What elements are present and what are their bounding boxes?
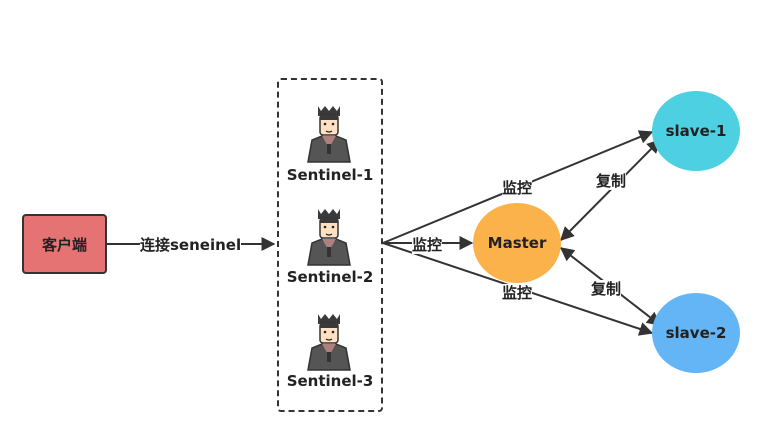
- king-avatar-icon: [307, 314, 351, 371]
- king-avatar-icon: [307, 106, 351, 163]
- replicate-bottom-label: 复制: [591, 280, 622, 298]
- replicate-top-label: 复制: [596, 172, 627, 190]
- slave-2-label: slave-2: [665, 324, 727, 342]
- monitor-top-label: 监控: [502, 179, 533, 197]
- sentinel-2-label: Sentinel-2: [286, 268, 374, 286]
- sentinel-3-label: Sentinel-3: [286, 372, 374, 390]
- client-edge-label: 连接seneinel: [140, 236, 242, 254]
- slave-1-label: slave-1: [665, 122, 727, 140]
- monitor-mid-label: 监控: [412, 236, 443, 254]
- replicate-slave1-arrow: [560, 139, 661, 241]
- slave-1-node: slave-1: [652, 91, 740, 171]
- monitor-bottom-label: 监控: [502, 284, 533, 302]
- sentinel-1-label: Sentinel-1: [286, 166, 374, 184]
- client-node: 客户端: [22, 214, 107, 274]
- master-node: Master: [473, 203, 561, 283]
- sentinel-group: [277, 78, 383, 412]
- master-label: Master: [487, 234, 547, 252]
- slave-2-node: slave-2: [652, 293, 740, 373]
- client-label: 客户端: [41, 235, 87, 254]
- king-avatar-icon: [307, 209, 351, 266]
